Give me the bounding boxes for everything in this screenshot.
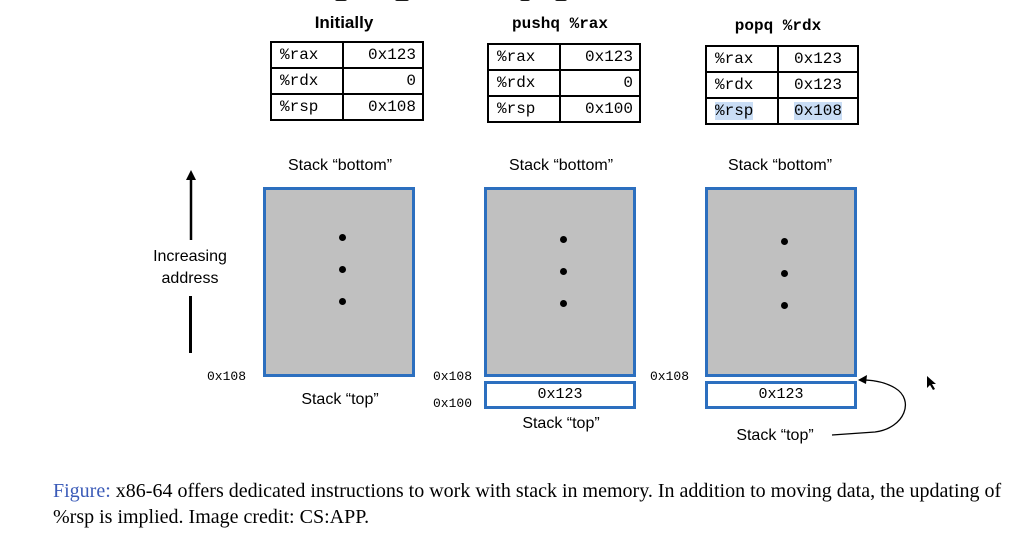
register-value: 0x108 (342, 93, 424, 121)
address-label: 0x108 (650, 369, 690, 384)
register-name-highlight: %rsp (715, 102, 754, 120)
register-row: %rsp 0x108 (270, 93, 424, 121)
ellipsis-dot (339, 266, 346, 273)
register-name: %rax (270, 41, 344, 69)
stack-region-initially (263, 187, 415, 377)
register-name: %rsp (487, 95, 561, 123)
register-table-pushq: %rax 0x123 %rdx 0 %rsp 0x100 (487, 43, 641, 123)
figure-label: Figure: (53, 480, 111, 502)
register-row: %rdx 0x123 (705, 71, 859, 99)
register-row: %rdx 0 (270, 67, 424, 95)
register-name: %rsp (705, 97, 779, 125)
axis-label-line2: address (161, 270, 219, 287)
axis-label-line1: Increasing (153, 248, 227, 265)
stack-bottom-label: Stack “bottom” (508, 157, 614, 174)
axis-line (189, 296, 192, 353)
caption-text: x86-64 offers dedicated instructions to … (53, 480, 1002, 528)
address-label: 0x108 (207, 369, 247, 384)
stack-bottom-label: Stack “bottom” (727, 157, 833, 174)
stack-region-popq (705, 187, 857, 377)
stack-region-pushq (484, 187, 636, 377)
ellipsis-dot (781, 270, 788, 277)
register-value: 0x108 (777, 97, 859, 125)
register-name: %rax (705, 45, 779, 73)
register-name: %rsp (270, 93, 344, 121)
register-row-highlighted: %rsp 0x108 (705, 97, 859, 125)
register-table-initially: %rax 0x123 %rdx 0 %rsp 0x108 (270, 41, 424, 121)
register-name: %rdx (270, 67, 344, 95)
ellipsis-dot (560, 268, 567, 275)
register-name: %rax (487, 43, 561, 71)
ellipsis-dot (781, 302, 788, 309)
register-name: %rdx (487, 69, 561, 97)
register-row: %rsp 0x100 (487, 95, 641, 123)
increasing-address-label: Increasing address (135, 246, 245, 290)
register-value: 0x123 (342, 41, 424, 69)
register-value: 0x123 (777, 45, 859, 73)
ellipsis-dot (339, 234, 346, 241)
stack-top-label: Stack “top” (736, 427, 814, 444)
register-name: %rdx (705, 71, 779, 99)
up-arrow-icon (186, 170, 196, 240)
ellipsis-dot (339, 298, 346, 305)
column-title-popq: popq %rdx (734, 17, 822, 35)
stack-cell-popped: 0x123 (705, 381, 857, 409)
stack-top-label: Stack “top” (301, 391, 379, 408)
register-row: %rax 0x123 (270, 41, 424, 69)
address-label: 0x108 (433, 369, 473, 384)
ellipsis-dot (781, 238, 788, 245)
stack-bottom-label: Stack “bottom” (287, 157, 393, 174)
stack-cell-pushed: 0x123 (484, 381, 636, 409)
register-value: 0x123 (777, 71, 859, 99)
clipped-header-text (0, 0, 1011, 6)
figure-caption: Figure: x86-64 offers dedicated instruct… (53, 478, 1003, 530)
register-table-popq: %rax 0x123 %rdx 0x123 %rsp 0x108 (705, 45, 859, 125)
address-label: 0x100 (433, 396, 473, 411)
stack-top-pointer-arrow (831, 375, 906, 436)
stack-top-label: Stack “top” (522, 415, 600, 432)
ellipsis-dot (560, 236, 567, 243)
column-title-pushq: pushq %rax (511, 15, 608, 33)
column-title-initially: Initially (314, 13, 374, 32)
ellipsis-dot (560, 300, 567, 307)
register-value: 0x100 (559, 95, 641, 123)
register-value: 0 (559, 69, 641, 97)
register-value: 0 (342, 67, 424, 95)
register-value-highlight: 0x108 (793, 102, 842, 120)
register-value: 0x123 (559, 43, 641, 71)
register-row: %rax 0x123 (705, 45, 859, 73)
register-row: %rdx 0 (487, 69, 641, 97)
register-row: %rax 0x123 (487, 43, 641, 71)
mouse-cursor-icon (927, 376, 936, 390)
